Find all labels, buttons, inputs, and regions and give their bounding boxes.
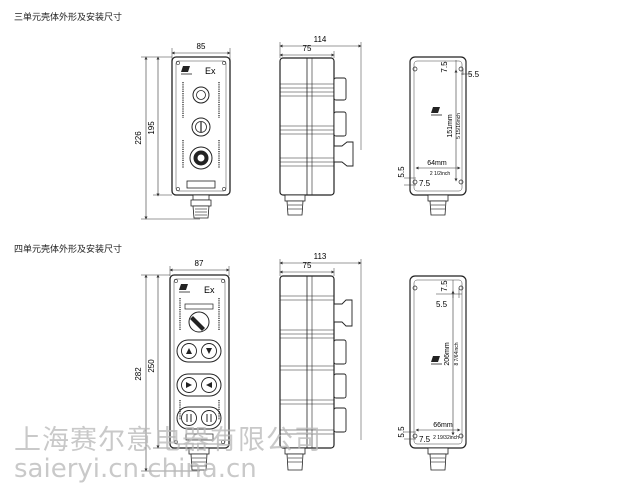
mounting-view-3unit: 7.5 5.5 151mm 5 15/16inch 64mm 2 1/2inch… [397, 56, 480, 216]
side-view-4unit: 113 75 [279, 252, 362, 471]
front-4-width-label: 87 [195, 259, 204, 268]
section-2-heading: 四单元壳体外形及安装尺寸 [14, 244, 123, 254]
mount-4-dim-bottom-left-b: 7.5 [419, 435, 431, 444]
mount-3-hole-spacing-inch: 5 15/16inch [456, 113, 462, 139]
front-4-height-outer-label: 282 [134, 367, 143, 381]
mount-4-hole-spacing-inch: 8 7/64inch [454, 342, 460, 365]
mount-3-dim-top-far: 5.5 [468, 70, 480, 79]
mount-3-hole-width-inch: 2 1/2inch [430, 171, 451, 177]
front-view-4unit: 87 282 250 Ex [134, 259, 230, 472]
button-pair-1 [176, 339, 222, 363]
section-1-heading: 三单元壳体外形及安装尺寸 [14, 12, 123, 22]
button-pair-3 [176, 406, 222, 430]
front-4-height-inner-label: 250 [147, 359, 156, 373]
mount-4-dim-top-left: 5.5 [436, 300, 448, 309]
front-3-width-label: 85 [197, 42, 206, 51]
side-4-width-total-label: 113 [314, 252, 327, 261]
mount-3-dim-bottom-left-a: 5.5 [397, 166, 406, 178]
side-3-width-total-label: 114 [314, 35, 327, 44]
mount-3-hole-spacing: 151mm [447, 114, 454, 138]
mount-3-dim-top-right: 7.5 [440, 61, 449, 73]
mount-3-hole-width: 64mm [427, 160, 447, 167]
button-pair-2 [176, 373, 222, 397]
front-3-ex-mark: Ex [205, 66, 216, 76]
watermark-url: saieryi.cn.china.cn [14, 454, 257, 484]
mount-4-dim-top-right: 7.5 [440, 280, 449, 292]
mounting-view-4unit: 7.5 5.5 206mm 8 7/64inch 66mm 2 19/32inc… [397, 275, 467, 471]
mount-4-dim-bottom-left-a: 5.5 [397, 426, 406, 438]
mount-4-hole-width: 66mm [433, 422, 453, 429]
front-3-height-outer-label: 226 [134, 131, 143, 145]
side-view-3unit: 114 75 [279, 35, 362, 216]
front-3-height-inner-label: 195 [147, 121, 156, 135]
front-4-ex-mark: Ex [204, 285, 215, 295]
mount-4-hole-spacing: 206mm [444, 342, 451, 366]
front-view-3unit: 85 226 195 Ex [134, 42, 231, 220]
watermark-company: 上海赛尔意电器有限公司 [14, 425, 322, 456]
mount-4-hole-width-inch: 2 19/32inch [433, 435, 459, 441]
side-4-width-body-label: 75 [303, 261, 312, 270]
side-3-width-body-label: 75 [303, 44, 312, 53]
mount-3-dim-bottom-left-b: 7.5 [419, 179, 431, 188]
